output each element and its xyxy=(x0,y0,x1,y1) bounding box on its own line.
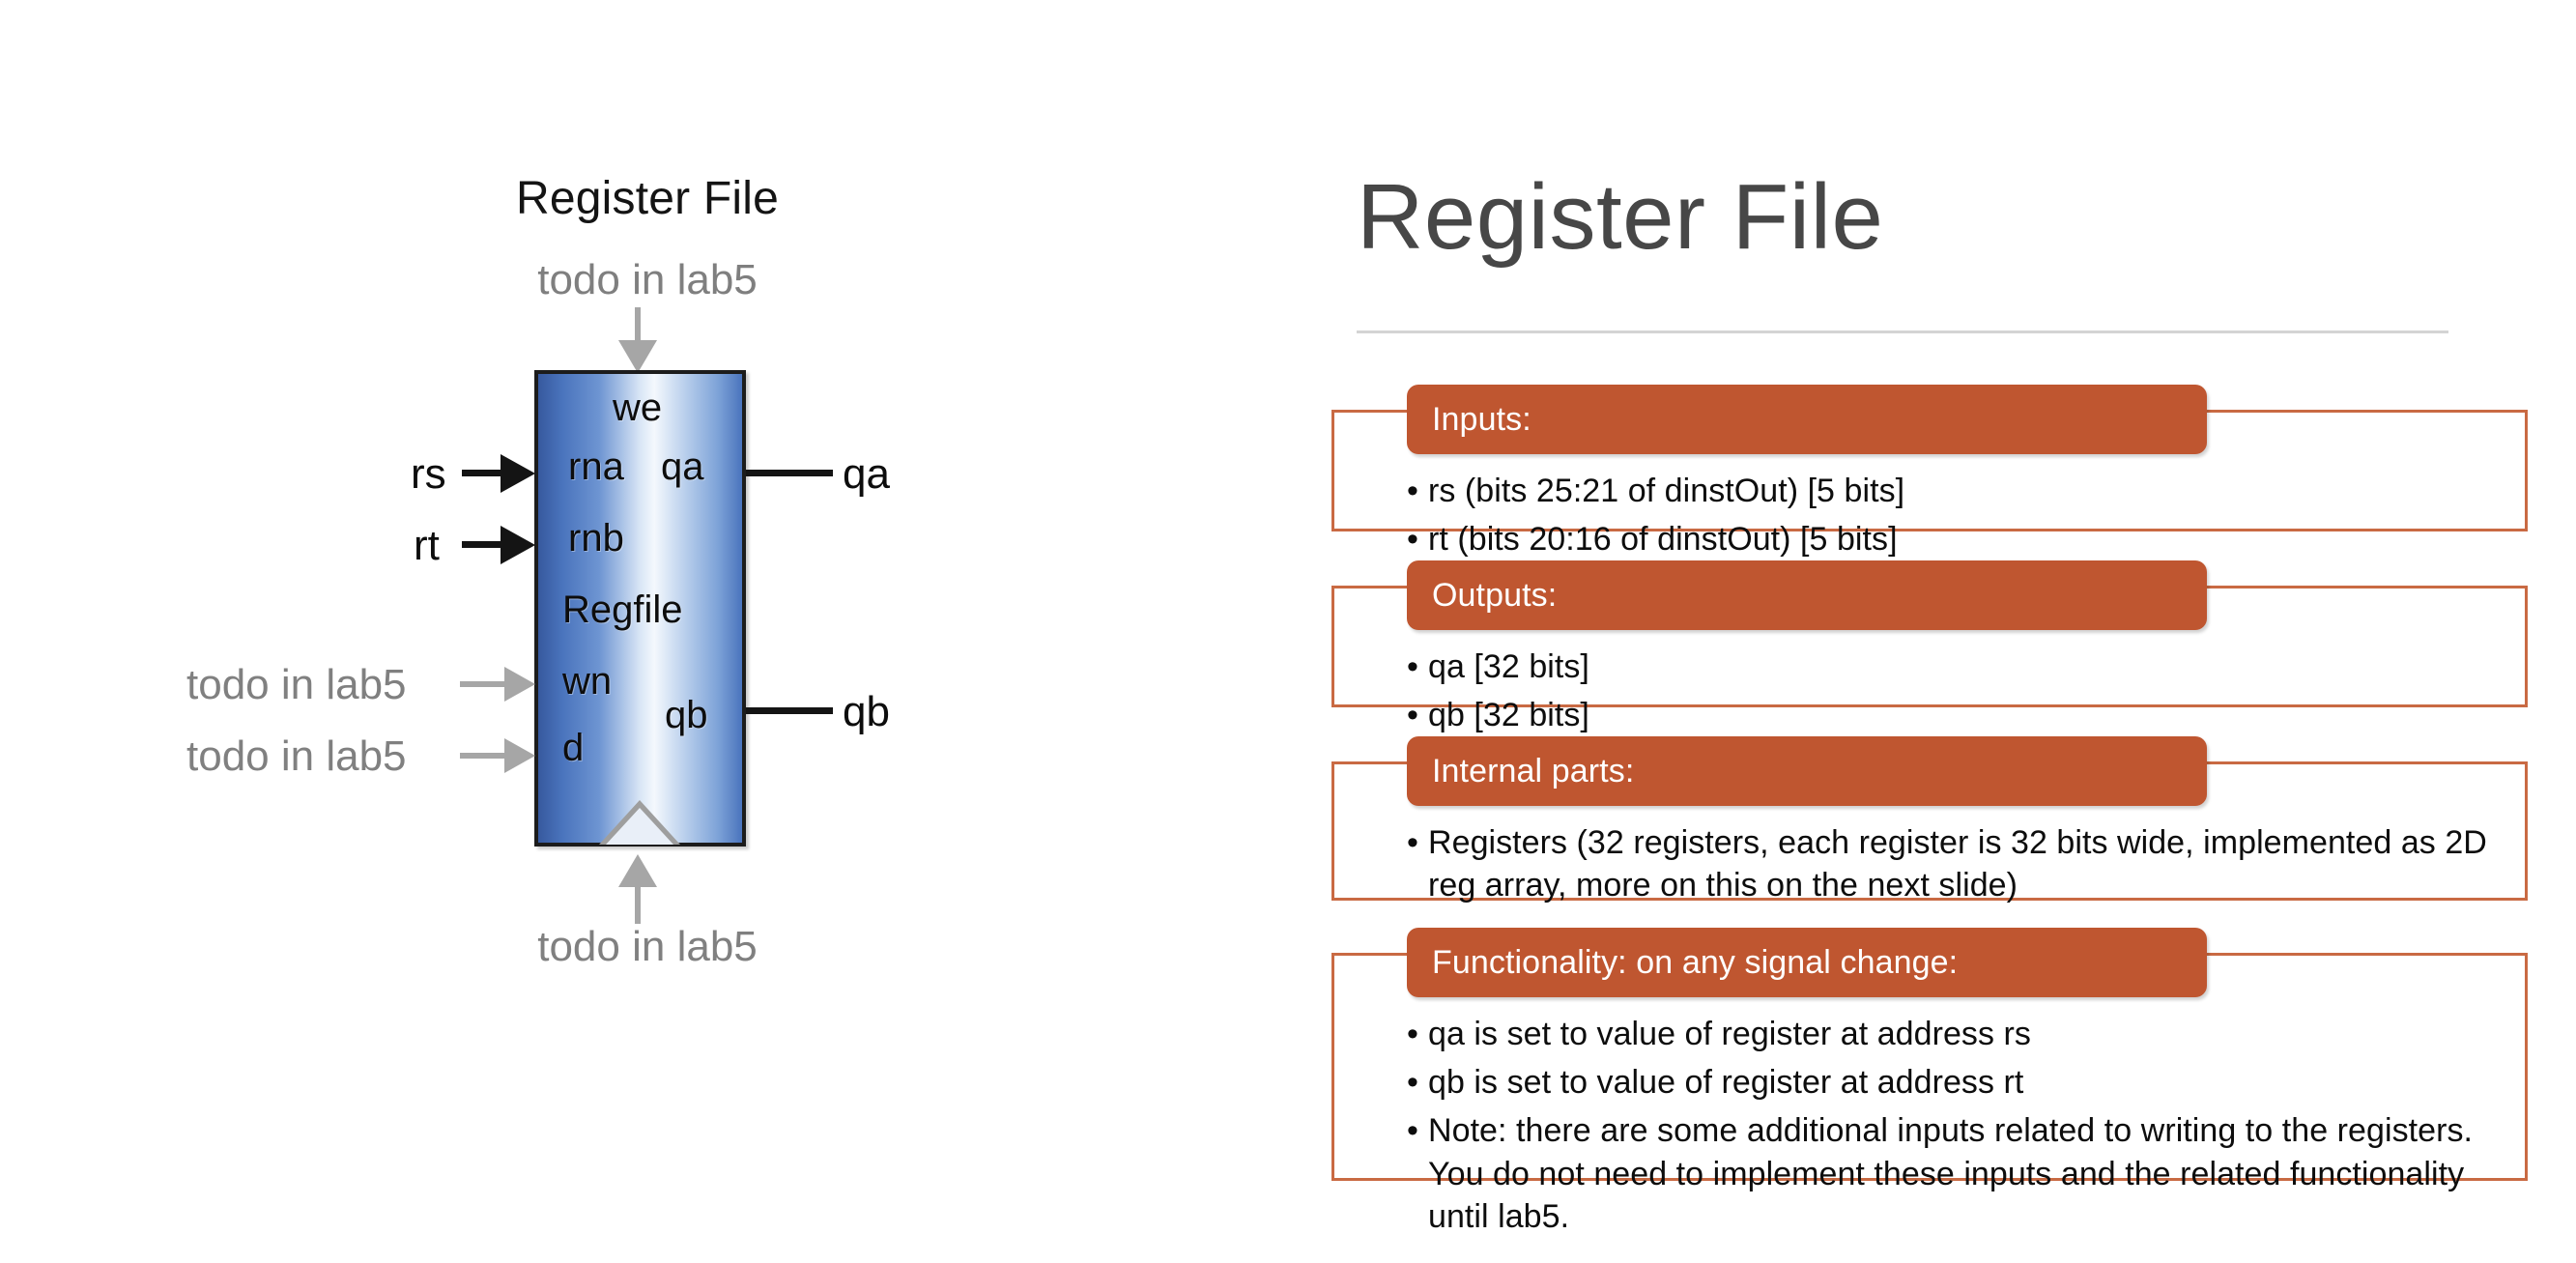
input-label-d-todo: todo in lab5 xyxy=(186,732,407,780)
section-internal-parts: • Registers (32 registers, each register … xyxy=(1331,736,2528,904)
output-label-qb: qb xyxy=(843,688,890,735)
input-arrowhead-wn xyxy=(504,667,535,702)
list-item-text: rs (bits 25:21 of dinstOut) [5 bits] xyxy=(1428,473,1905,509)
section-header-label: Outputs: xyxy=(1432,576,1558,614)
list-item: • qa [32 bits] xyxy=(1407,646,2489,688)
input-wire-rt xyxy=(462,541,502,548)
port-label-we: we xyxy=(613,387,663,429)
list-item: • rt (bits 20:16 of dinstOut) [5 bits] xyxy=(1407,518,2489,560)
input-wire-rs xyxy=(462,470,502,476)
section-body: • Registers (32 registers, each register … xyxy=(1331,736,2528,932)
output-wire-qb xyxy=(746,707,833,714)
clock-notch-icon xyxy=(599,800,680,845)
clock-top-arrowhead xyxy=(618,340,657,373)
page-title: Register File xyxy=(1357,165,1884,269)
bullet-icon: • xyxy=(1407,824,1418,861)
input-arrowhead-rs xyxy=(501,454,535,493)
bullet-icon: • xyxy=(1407,648,1418,685)
input-label-wn-todo: todo in lab5 xyxy=(186,661,407,708)
output-label-qa: qa xyxy=(843,450,890,498)
list-item-text: qb is set to value of register at addres… xyxy=(1428,1064,2024,1102)
clock-top-label: todo in lab5 xyxy=(537,256,758,303)
input-arrowhead-rt xyxy=(501,526,535,564)
section-header-functionality[interactable]: Functionality: on any signal change: xyxy=(1407,928,2207,997)
list-item: • rs (bits 25:21 of dinstOut) [5 bits] xyxy=(1407,470,2489,512)
section-body: • qa [32 bits] • qb [32 bits] xyxy=(1331,560,2528,761)
clock-bottom-wire xyxy=(635,885,641,924)
bullet-icon: • xyxy=(1407,697,1418,734)
port-label-qa-internal: qa xyxy=(661,445,704,488)
list-item-text: qa is set to value of register at addres… xyxy=(1428,1016,2031,1052)
port-label-rnb: rnb xyxy=(568,517,624,560)
port-label-rna: rna xyxy=(568,445,624,488)
output-wire-qa xyxy=(746,470,833,476)
section-header-label: Functionality: on any signal change: xyxy=(1432,943,1959,981)
list-item: • Registers (32 registers, each register … xyxy=(1407,821,2489,906)
list-item-text: qb [32 bits] xyxy=(1428,697,1589,734)
slide-content: Register File • rs (bits 25:21 of dinstOu… xyxy=(1285,0,2576,1256)
section-header-outputs[interactable]: Outputs: xyxy=(1407,560,2207,630)
section-header-label: Inputs: xyxy=(1432,400,1531,438)
section-header-inputs[interactable]: Inputs: xyxy=(1407,385,2207,454)
bullet-icon: • xyxy=(1407,1064,1418,1102)
clock-top-wire xyxy=(635,307,641,350)
clock-bottom-label: todo in lab5 xyxy=(537,923,758,970)
diagram-title: Register File xyxy=(515,173,779,224)
section-header-label: Internal parts: xyxy=(1432,752,1635,789)
bullet-icon: • xyxy=(1407,1112,1418,1150)
bullet-icon: • xyxy=(1407,1016,1418,1052)
input-arrowhead-d xyxy=(504,738,535,773)
bullet-icon: • xyxy=(1407,521,1418,559)
list-item: • qb [32 bits] xyxy=(1407,694,2489,736)
input-wire-wn xyxy=(460,681,506,687)
list-item: • qb is set to value of register at addre… xyxy=(1407,1061,2489,1104)
section-header-internal-parts[interactable]: Internal parts: xyxy=(1407,736,2207,806)
port-label-qb-internal: qb xyxy=(665,694,708,736)
port-label-wn: wn xyxy=(562,660,613,703)
list-item-text: rt (bits 20:16 of dinstOut) [5 bits] xyxy=(1428,521,1898,559)
input-wire-d xyxy=(460,753,506,759)
title-divider xyxy=(1357,330,2448,333)
list-item-text: Note: there are some additional inputs r… xyxy=(1428,1112,2473,1235)
section-outputs: • qa [32 bits] • qb [32 bits] Outputs: xyxy=(1331,560,2528,733)
section-body: • qa is set to value of register at addre… xyxy=(1331,928,2528,1263)
section-body: • rs (bits 25:21 of dinstOut) [5 bits] • r… xyxy=(1331,385,2528,586)
port-label-d: d xyxy=(562,727,585,769)
list-item-text: qa [32 bits] xyxy=(1428,648,1589,685)
register-file-diagram: Register File todo in lab5 we rna qa rnb… xyxy=(0,0,1285,1256)
regfile-chip-body xyxy=(534,370,746,847)
block-name-label: Regfile xyxy=(562,588,683,631)
section-functionality: • qa is set to value of register at addre… xyxy=(1331,928,2528,1235)
input-label-rt: rt xyxy=(414,522,440,569)
input-label-rs: rs xyxy=(411,450,446,498)
list-item: • Note: there are some additional inputs … xyxy=(1407,1109,2489,1238)
list-item-text: Registers (32 registers, each register i… xyxy=(1428,824,2487,904)
section-inputs: • rs (bits 25:21 of dinstOut) [5 bits] • r… xyxy=(1331,385,2528,558)
list-item: • qa is set to value of register at addre… xyxy=(1407,1013,2489,1055)
bullet-icon: • xyxy=(1407,473,1418,509)
clock-bottom-arrowhead xyxy=(618,854,657,887)
